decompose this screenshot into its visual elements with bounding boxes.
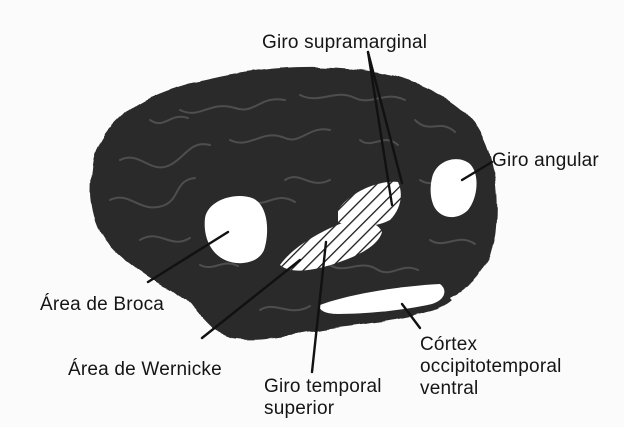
label-occipitotemporal-line-2: occipitotemporal [420, 356, 562, 378]
label-occipitotemporal-line-1: Córtex [420, 334, 562, 356]
label-temporal-superior-line-2: superior [264, 398, 382, 420]
label-occipitotemporal: Córtex occipitotemporal ventral [420, 334, 562, 400]
label-broca: Área de Broca [40, 294, 164, 316]
label-angular: Giro angular [492, 150, 599, 172]
label-temporal-superior: Giro temporal superior [264, 376, 382, 420]
label-supramarginal: Giro supramarginal [262, 32, 427, 54]
label-temporal-superior-line-1: Giro temporal [264, 376, 382, 398]
label-wernicke: Área de Wernicke [68, 359, 222, 381]
label-occipitotemporal-line-3: ventral [420, 378, 562, 400]
